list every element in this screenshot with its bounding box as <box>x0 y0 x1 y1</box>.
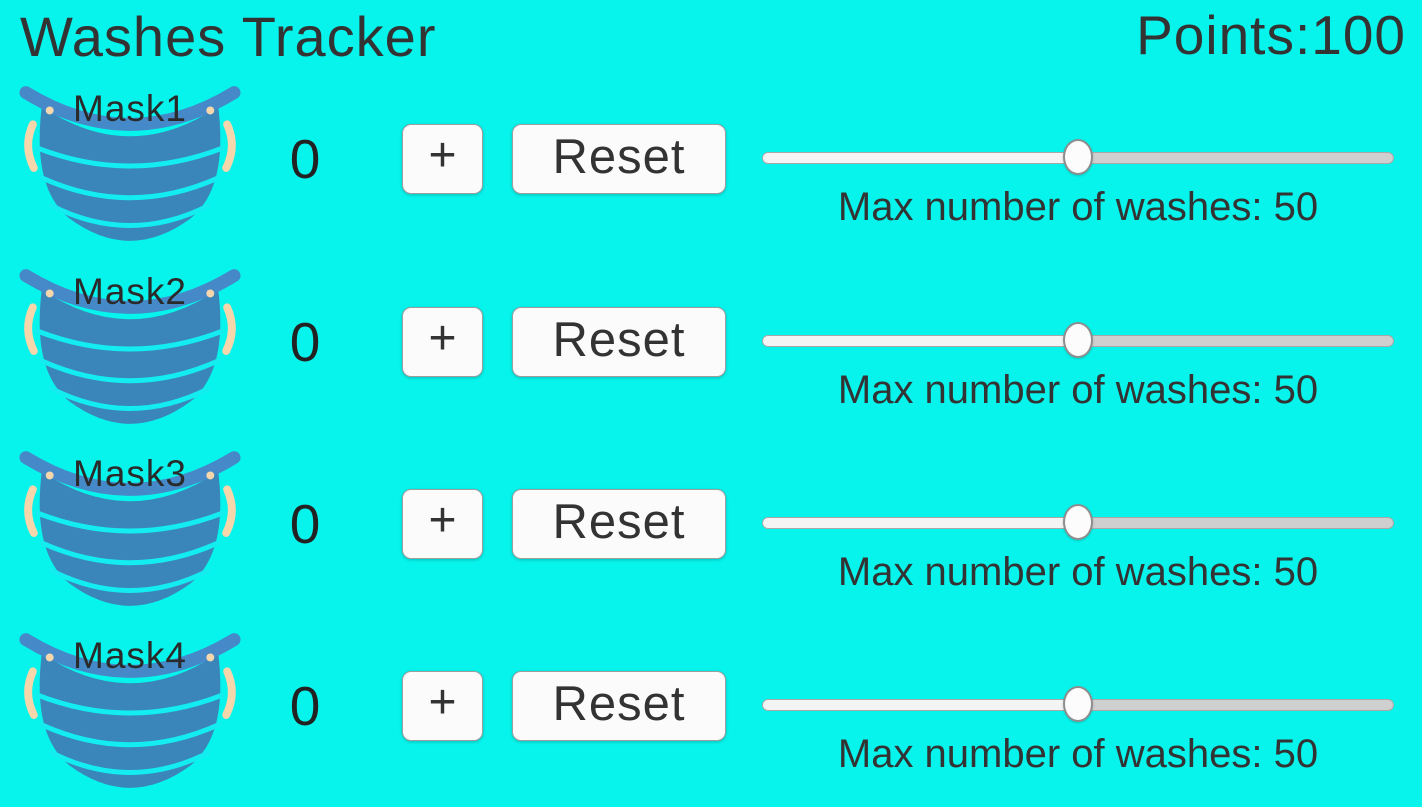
mask-image: Mask3 <box>16 451 244 611</box>
slider-fill <box>763 153 1078 163</box>
max-washes-label: Max number of washes: 50 <box>837 732 1319 776</box>
max-washes-slider[interactable] <box>762 139 1394 175</box>
mask-image: Mask4 <box>16 633 244 793</box>
wash-count: 0 <box>289 493 321 555</box>
slider-thumb[interactable] <box>1063 322 1093 358</box>
page-title: Washes Tracker <box>20 5 437 68</box>
face-mask-icon <box>19 451 241 606</box>
mask-label: Mask3 <box>73 453 187 494</box>
face-mask-icon <box>19 633 241 788</box>
points-display: Points:100 <box>1136 4 1406 66</box>
mask-row: Mask1 0 + Reset Max number of washes: 50 <box>0 78 1422 260</box>
slider-fill <box>763 336 1078 346</box>
max-washes-label: Max number of washes: 50 <box>837 185 1319 229</box>
max-washes-label: Max number of washes: 50 <box>837 368 1319 412</box>
face-mask-icon <box>19 86 241 241</box>
wash-count: 0 <box>289 128 321 190</box>
mask-image: Mask1 <box>16 86 244 246</box>
points-label: Points: <box>1136 4 1312 66</box>
increment-button[interactable]: + <box>402 489 483 559</box>
reset-button[interactable]: Reset <box>512 307 726 377</box>
increment-button[interactable]: + <box>402 124 483 194</box>
mask-label: Mask2 <box>73 271 187 312</box>
face-mask-icon <box>19 269 241 424</box>
slider-thumb[interactable] <box>1063 686 1093 722</box>
max-washes-slider[interactable] <box>762 322 1394 358</box>
slider-thumb[interactable] <box>1063 139 1093 175</box>
mask-image: Mask2 <box>16 269 244 429</box>
increment-button[interactable]: + <box>402 671 483 741</box>
reset-button[interactable]: Reset <box>512 124 726 194</box>
slider-fill <box>763 700 1078 710</box>
max-washes-slider[interactable] <box>762 686 1394 722</box>
mask-row: Mask3 0 + Reset Max number of washes: 50 <box>0 443 1422 625</box>
increment-button[interactable]: + <box>402 307 483 377</box>
mask-label: Mask1 <box>73 88 187 129</box>
max-washes-slider[interactable] <box>762 504 1394 540</box>
slider-thumb[interactable] <box>1063 504 1093 540</box>
reset-button[interactable]: Reset <box>512 671 726 741</box>
wash-count: 0 <box>289 311 321 373</box>
max-washes-label: Max number of washes: 50 <box>837 550 1319 594</box>
mask-row: Mask2 0 + Reset Max number of washes: 50 <box>0 261 1422 443</box>
reset-button[interactable]: Reset <box>512 489 726 559</box>
mask-row: Mask4 0 + Reset Max number of washes: 50 <box>0 625 1422 807</box>
wash-count: 0 <box>289 675 321 737</box>
mask-label: Mask4 <box>73 635 187 676</box>
points-value: 100 <box>1311 4 1406 66</box>
slider-fill <box>763 518 1078 528</box>
